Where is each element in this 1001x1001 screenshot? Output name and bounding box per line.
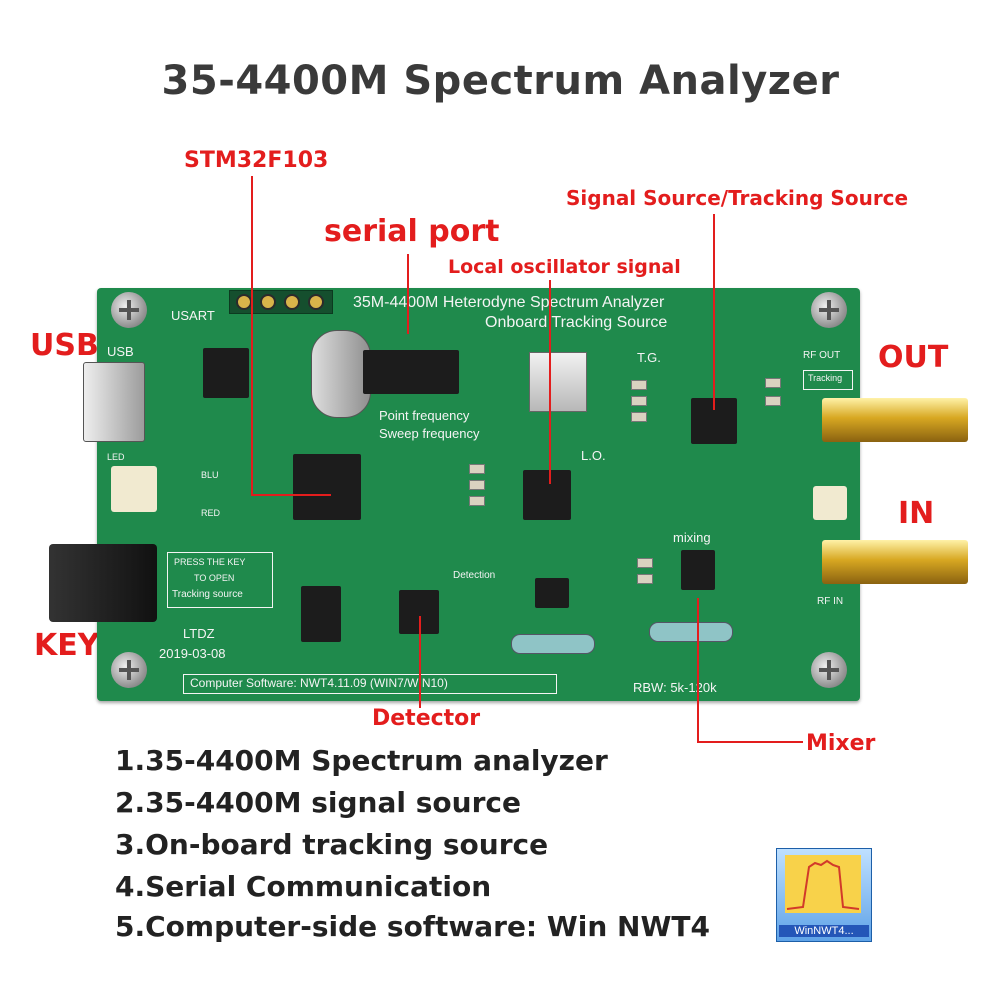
mixer-line-h xyxy=(697,741,803,743)
smd-component xyxy=(469,480,485,490)
smd-component xyxy=(469,496,485,506)
crystal-oscillator xyxy=(311,330,371,418)
smd-component xyxy=(469,464,485,474)
screw-bottom-left xyxy=(111,652,147,688)
resistor xyxy=(649,622,733,642)
smd-component xyxy=(765,378,781,388)
pcb-board: 35M-4400M Heterodyne Spectrum Analyzer O… xyxy=(49,288,860,701)
stm32-chip xyxy=(293,454,361,520)
feature-5: 5.Computer-side software: Win NWT4 xyxy=(115,910,710,943)
regulator-chip-bottom xyxy=(301,586,341,642)
software-box: Computer Software: NWT4.11.09 (WIN7/WIN1… xyxy=(183,674,557,694)
key-button[interactable] xyxy=(49,544,157,622)
press-key-box: PRESS THE KEY TO OPEN Tracking source xyxy=(167,552,273,608)
point-frequency-label: Point frequency xyxy=(379,408,470,423)
board-usb-label: USB xyxy=(107,344,134,359)
label-usb: USB xyxy=(30,328,99,363)
page-title: 35-4400M Spectrum Analyzer xyxy=(161,58,840,104)
stm32-line-v xyxy=(251,176,253,496)
stm32-line-h xyxy=(251,494,331,496)
press-key-line-3: Tracking source xyxy=(172,589,243,600)
board-heading-2: Onboard Tracking Source xyxy=(485,314,668,331)
usb-connector xyxy=(83,362,145,442)
winnwt4-label: WinNWT4... xyxy=(779,925,869,937)
regulator-chip xyxy=(203,348,249,398)
rf-out-connector xyxy=(822,398,968,442)
tg-label: T.G. xyxy=(637,350,661,365)
feature-2: 2.35-4400M signal source xyxy=(115,786,521,819)
smd-component xyxy=(765,396,781,406)
led-label: LED xyxy=(107,452,125,462)
feature-4: 4.Serial Communication xyxy=(115,870,492,903)
screw-top-left xyxy=(111,292,147,328)
red-label: RED xyxy=(201,508,221,518)
label-signal-source: Signal Source/Tracking Source xyxy=(566,186,909,210)
date-label: 2019-03-08 xyxy=(159,646,226,661)
label-in: IN xyxy=(898,496,935,531)
spectrum-plot-icon xyxy=(785,855,861,913)
header-pin xyxy=(308,294,324,310)
label-local-oscillator: Local oscillator signal xyxy=(448,256,681,278)
press-key-line-2: TO OPEN xyxy=(194,573,235,583)
led-pad-block xyxy=(111,466,157,512)
winnwt4-app-icon[interactable]: WinNWT4... xyxy=(776,848,872,942)
serial-chip xyxy=(363,350,459,394)
brand-label: LTDZ xyxy=(183,626,215,641)
rf-in-label: RF IN xyxy=(817,596,844,607)
board-usart-label: USART xyxy=(171,308,215,323)
header-pin xyxy=(236,294,252,310)
smd-component xyxy=(637,574,653,584)
sweep-frequency-label: Sweep frequency xyxy=(379,426,480,441)
local-osc-line xyxy=(549,280,551,484)
label-mixer: Mixer xyxy=(806,731,876,756)
tracking-label: Tracking xyxy=(808,373,843,383)
led-pad-block-right xyxy=(813,486,847,520)
smd-component xyxy=(631,380,647,390)
smd-component xyxy=(637,558,653,568)
lo-label: L.O. xyxy=(581,448,606,463)
mixer-chip xyxy=(681,550,715,590)
label-serial-port: serial port xyxy=(324,214,500,249)
header-pin xyxy=(284,294,300,310)
press-key-line-1: PRESS THE KEY xyxy=(174,557,246,567)
screw-bottom-right xyxy=(811,652,847,688)
detection-label: Detection xyxy=(453,570,496,581)
smd-component xyxy=(631,412,647,422)
label-detector: Detector xyxy=(372,706,481,731)
rf-out-label: RF OUT xyxy=(803,350,841,361)
mixer-line-v xyxy=(697,598,699,742)
blu-label: BLU xyxy=(201,470,219,480)
label-out: OUT xyxy=(878,340,949,375)
usart-header xyxy=(229,290,333,314)
board-heading-1: 35M-4400M Heterodyne Spectrum Analyzer xyxy=(353,294,665,311)
header-pin xyxy=(260,294,276,310)
serial-line xyxy=(407,254,409,334)
feature-3: 3.On-board tracking source xyxy=(115,828,549,861)
small-chip xyxy=(535,578,569,608)
rf-in-connector xyxy=(822,540,968,584)
local-oscillator-can xyxy=(529,352,587,412)
mixing-label: mixing xyxy=(673,530,711,545)
label-stm32: STM32F103 xyxy=(184,148,329,173)
resistor xyxy=(511,634,595,654)
label-key: KEY xyxy=(34,628,100,663)
rbw-label: RBW: 5k-120k xyxy=(633,680,717,695)
screw-top-right xyxy=(811,292,847,328)
lo-chip xyxy=(523,470,571,520)
signal-source-line xyxy=(713,214,715,410)
smd-component xyxy=(631,396,647,406)
detector-line xyxy=(419,616,421,708)
software-label: Computer Software: NWT4.11.09 (WIN7/WIN1… xyxy=(190,676,448,690)
feature-1: 1.35-4400M Spectrum analyzer xyxy=(115,744,608,777)
tracking-box: Tracking xyxy=(803,370,853,390)
